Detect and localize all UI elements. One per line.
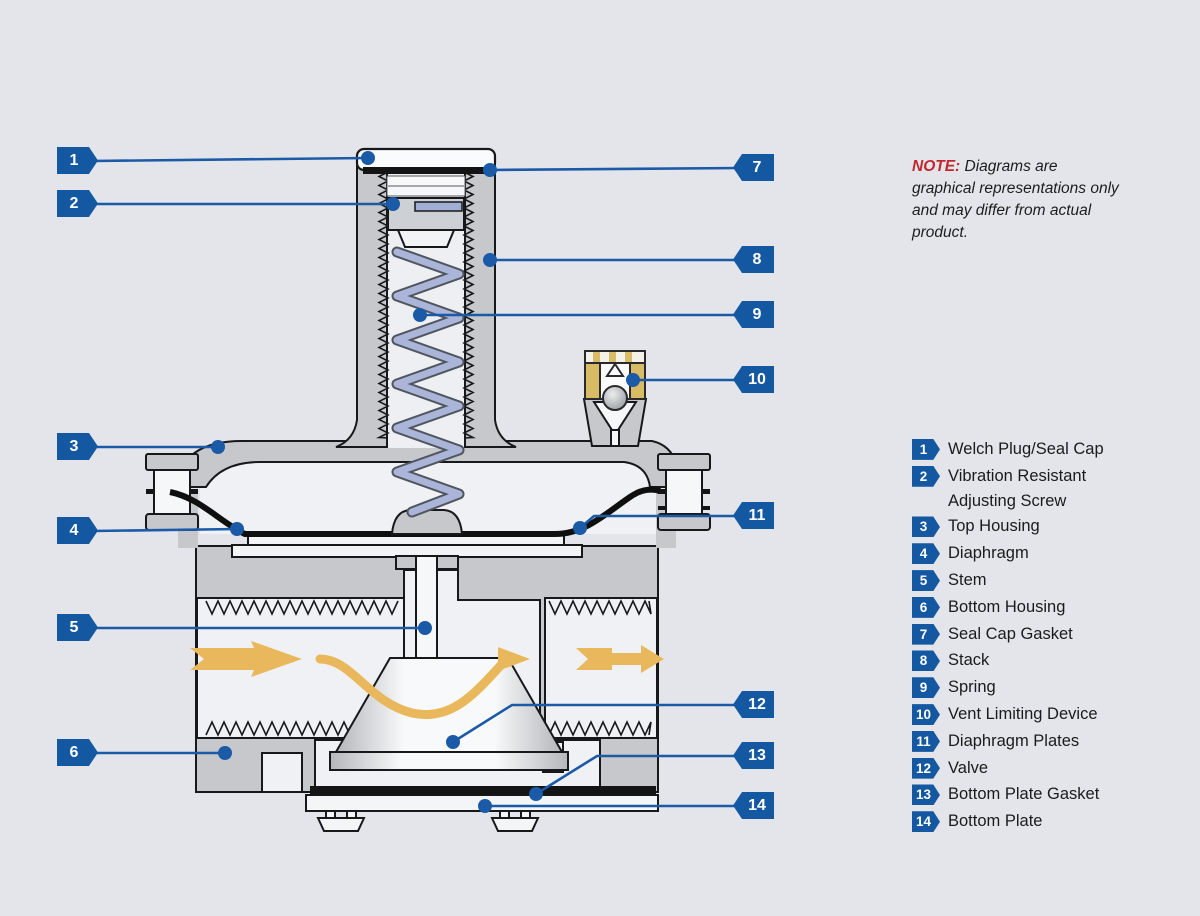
legend-badge-11: 11 xyxy=(912,730,940,752)
legend-label: Spring xyxy=(948,678,996,697)
leader-lines xyxy=(91,156,743,808)
legend-label: Diaphragm Plates xyxy=(948,731,1080,750)
callout-badge-4: 4 xyxy=(57,517,98,544)
legend-item-11: 11 Diaphragm Plates xyxy=(912,728,1104,755)
part-diaphragm-plates xyxy=(231,533,583,570)
outlet-flow-arrow xyxy=(576,645,664,673)
legend-label: Seal Cap Gasket xyxy=(948,624,1073,643)
flow-wave xyxy=(315,654,507,720)
callout-badge-3: 3 xyxy=(57,433,98,460)
part-vent-limiting-device xyxy=(584,350,646,411)
callout-badge-9: 9 xyxy=(733,301,774,328)
callout-badge-5: 5 xyxy=(57,614,98,641)
right-flange-bolt xyxy=(657,453,711,531)
legend-badge-7: 7 xyxy=(912,623,940,645)
inlet-flow-arrow xyxy=(190,641,302,677)
note-text: Diagrams are graphical representations o… xyxy=(912,158,1119,241)
legend-item-6: 6 Bottom Housing xyxy=(912,594,1104,621)
legend-item-3: 3 Top Housing xyxy=(912,514,1104,541)
part-welch-plug xyxy=(355,147,497,172)
leader-dots xyxy=(211,151,640,813)
legend-label: Bottom Housing xyxy=(948,597,1066,616)
legend-label: Bottom Plate Gasket xyxy=(948,785,1100,804)
bottom-bolt-left xyxy=(316,810,366,832)
legend-label: Welch Plug/Seal Cap xyxy=(948,439,1104,458)
callout-badge-13: 13 xyxy=(733,742,774,769)
legend-badge-1: 1 xyxy=(912,438,940,460)
part-adjusting-screw xyxy=(386,175,466,248)
vent-boss xyxy=(582,398,648,447)
legend-item-12: 12 Valve xyxy=(912,755,1104,782)
legend-label: Top Housing xyxy=(948,517,1040,536)
legend-badge-13: 13 xyxy=(912,784,940,806)
legend-label: Stack xyxy=(948,651,990,670)
legend-badge-5: 5 xyxy=(912,570,940,592)
legend-item-13: 13 Bottom Plate Gasket xyxy=(912,782,1104,809)
legend-item-4: 4 Diaphragm xyxy=(912,540,1104,567)
legend-item-9: 9 Spring xyxy=(912,674,1104,701)
callout-badge-12: 12 xyxy=(733,691,774,718)
parts-legend: 1 Welch Plug/Seal Cap 2 Vibration Resistan… xyxy=(912,436,1104,835)
callout-badge-14: 14 xyxy=(733,792,774,819)
legend-item-2-line2: Adjusting Screw xyxy=(912,490,1104,514)
callout-badge-7: 7 xyxy=(733,154,774,181)
callout-badge-1: 1 xyxy=(57,147,98,174)
bottom-bolt-right xyxy=(490,810,540,832)
legend-badge-6: 6 xyxy=(912,596,940,618)
legend-badge-3: 3 xyxy=(912,516,940,538)
legend-item-2: 2 Vibration Resistant xyxy=(912,463,1104,490)
flow-wave-arrowhead xyxy=(498,647,530,671)
legend-item-14: 14 Bottom Plate xyxy=(912,808,1104,835)
legend-label: Stem xyxy=(948,571,987,590)
legend-item-1: 1 Welch Plug/Seal Cap xyxy=(912,436,1104,463)
legend-label: Adjusting Screw xyxy=(948,492,1067,511)
note-label: NOTE: xyxy=(912,158,961,175)
legend-item-5: 5 Stem xyxy=(912,567,1104,594)
part-stem xyxy=(415,555,438,663)
legend-item-7: 7 Seal Cap Gasket xyxy=(912,621,1104,648)
legend-item-8: 8 Stack xyxy=(912,648,1104,675)
legend-badge-12: 12 xyxy=(912,757,940,779)
part-seal-cap-gasket xyxy=(363,167,489,174)
legend-badge-9: 9 xyxy=(912,677,940,699)
part-spring xyxy=(391,246,465,518)
legend-item-10: 10 Vent Limiting Device xyxy=(912,701,1104,728)
legend-badge-10: 10 xyxy=(912,704,940,726)
legend-badge-8: 8 xyxy=(912,650,940,672)
callout-badge-10: 10 xyxy=(733,366,774,393)
flow-arrows xyxy=(190,641,664,720)
callout-badge-8: 8 xyxy=(733,246,774,273)
callout-badge-6: 6 xyxy=(57,739,98,766)
legend-badge-14: 14 xyxy=(912,811,940,833)
legend-badge-4: 4 xyxy=(912,543,940,565)
part-bottom-plate-gasket xyxy=(310,786,656,795)
left-flange-bolt xyxy=(145,453,199,531)
callout-badge-2: 2 xyxy=(57,190,98,217)
callout-badge-11: 11 xyxy=(733,502,774,529)
legend-label: Vent Limiting Device xyxy=(948,705,1098,724)
product-note: NOTE: Diagrams are graphical representat… xyxy=(912,156,1124,244)
legend-label: Diaphragm xyxy=(948,544,1029,563)
legend-badge-2: 2 xyxy=(912,465,940,487)
spring-seat xyxy=(390,509,464,535)
legend-label: Vibration Resistant xyxy=(948,466,1087,485)
legend-label: Bottom Plate xyxy=(948,812,1043,831)
legend-label: Valve xyxy=(948,758,989,777)
